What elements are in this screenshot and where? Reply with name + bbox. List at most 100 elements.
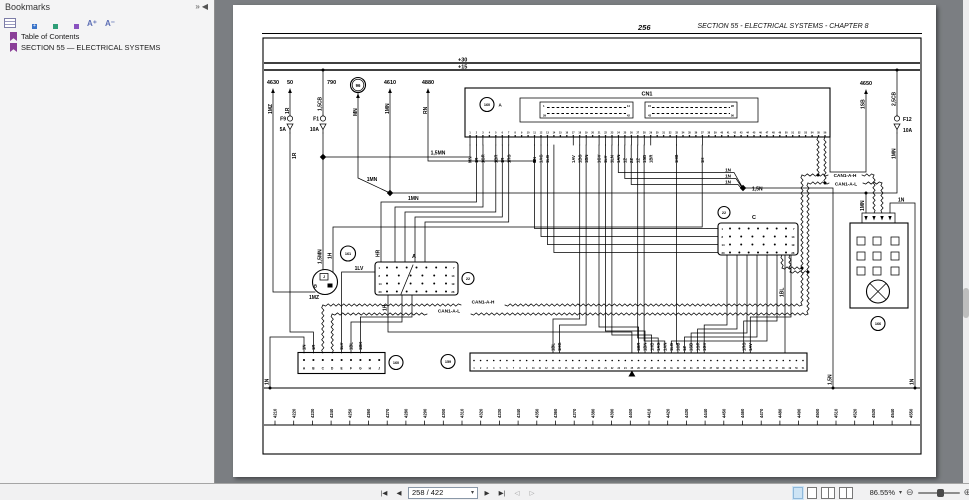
purple-badge-icon	[74, 24, 79, 29]
pin-dot	[729, 227, 731, 230]
twisted-pair-wire	[800, 174, 804, 306]
pin-dot	[757, 227, 759, 230]
increase-text-size-button[interactable]: A⁺	[87, 18, 97, 28]
cn1-pin-number: 35	[688, 132, 691, 135]
pin-dot	[785, 243, 787, 246]
cn1-pin-number: 12	[540, 132, 543, 135]
cn1-pin-dot	[611, 135, 613, 137]
options-menu-icon[interactable]	[4, 18, 16, 28]
long-conn-pin-number: 28	[650, 368, 653, 370]
long-conn-pin-number: 23	[617, 368, 620, 370]
zoom-in-button[interactable]: ⊕	[963, 487, 969, 497]
zoom-out-button[interactable]: ⊖	[906, 487, 914, 497]
cn1-pin-dot	[688, 135, 691, 137]
lbl-b1mn2: 1MN	[408, 196, 419, 202]
cn1-pin-dot	[604, 135, 607, 137]
left-conn-pin-letter: G	[359, 367, 362, 371]
cn1-pin-dot	[662, 135, 665, 137]
cn1-pin-number: 24	[617, 132, 620, 135]
cn1-wire-code: 2Z	[629, 158, 634, 163]
vertical-scrollbar[interactable]	[963, 0, 969, 483]
first-page-button[interactable]: |◀	[380, 489, 388, 497]
up-arrow	[864, 89, 868, 94]
pin-dot	[751, 235, 754, 238]
zoom-slider[interactable]	[917, 488, 960, 497]
pin-dot	[565, 359, 567, 362]
bookmark-flag-icon	[10, 32, 17, 41]
twisted-pair-wire	[816, 136, 820, 176]
twisted-pair-wire	[321, 304, 325, 354]
next-view-button[interactable]: ▷	[529, 489, 535, 497]
bottom-wire-number: 4540	[890, 408, 895, 418]
lbl-kn1: 1N	[898, 198, 905, 204]
bookmark-item-toc[interactable]: Table of Contents	[0, 31, 215, 42]
two-page-view-button[interactable]	[821, 486, 835, 499]
cn1-pin-dot	[669, 135, 671, 137]
twisted-pair-wire	[801, 173, 819, 177]
chevron-down-icon[interactable]: ▾	[470, 490, 474, 496]
pin-dot	[624, 359, 627, 362]
long-conn-pin-number: 26	[637, 368, 640, 370]
zoom-slider-thumb[interactable]	[936, 488, 944, 497]
new-bookmark-button[interactable]: +	[24, 17, 37, 29]
decrease-text-size-button[interactable]: A⁻	[105, 18, 115, 28]
long-conn-pin-number: 45	[762, 367, 765, 370]
page-number-input[interactable]: 258 / 422▾	[408, 486, 478, 499]
lbl-n15: 1,5N	[752, 187, 763, 193]
cn1-pin-dot	[798, 135, 800, 137]
pin-dot	[578, 359, 581, 362]
bottom-wire-number: 4430	[684, 408, 689, 418]
continuous-scroll-view-button[interactable]	[807, 486, 817, 499]
long-conn-pin-number: 41	[736, 367, 739, 370]
bottom-wire-number: 4240	[329, 408, 334, 418]
left-conn-pin-letter: C	[322, 367, 325, 371]
cn1-pin-dot	[811, 135, 813, 137]
panel-expand-icon[interactable]: »	[195, 2, 202, 11]
long-conn-pin-number: 15	[565, 368, 568, 370]
long-conn-pin-number: 22	[611, 368, 614, 370]
cn1-pin-number: 36	[695, 132, 698, 135]
next-page-button[interactable]: ▶	[484, 489, 490, 497]
bottom-wire-number: 4280	[404, 408, 409, 418]
zoom-caret-icon[interactable]: ▾	[899, 490, 903, 496]
previous-view-button[interactable]: ◁	[514, 489, 520, 497]
lbl-connA: A	[412, 254, 416, 260]
cn1-pin-number: 32	[669, 132, 672, 135]
pin-dot	[386, 274, 388, 277]
long-conn-pin-number: 17	[578, 368, 581, 370]
scrollbar-thumb[interactable]	[963, 288, 969, 318]
cn1-pin-number: 52	[798, 132, 801, 135]
long-conn-pin-number: 27	[644, 368, 647, 370]
bookmark-tool-2-button[interactable]	[45, 17, 58, 29]
two-page-scroll-view-button[interactable]	[839, 486, 853, 499]
lbl-plus30: +30	[458, 58, 467, 64]
last-page-button[interactable]: ▶|	[498, 489, 506, 497]
cn1-pin-dot	[495, 135, 497, 137]
twisted-pair-wire	[330, 313, 334, 354]
pin-dot	[747, 227, 750, 230]
cn1-pin-number: 47	[766, 132, 769, 135]
pin-dot	[349, 358, 353, 362]
left-conn-pin-letter: F	[350, 367, 352, 371]
cn1-wire-code: 1R	[500, 158, 505, 163]
cn1-pin-number: 39	[714, 132, 717, 135]
pin-dot	[435, 266, 438, 269]
bookmark-item-section55[interactable]: SECTION 55 — ELECTRICAL SYSTEMS	[0, 42, 215, 53]
previous-page-button[interactable]: ◀	[396, 489, 402, 497]
single-page-view-button[interactable]	[792, 485, 804, 500]
bookmark-tool-3-button[interactable]	[66, 17, 79, 29]
pin-dot	[762, 243, 765, 246]
page-number: 256	[638, 23, 651, 32]
pin-dot	[395, 266, 398, 269]
cn1-pin-number: 16	[565, 132, 568, 135]
pin-dot	[757, 251, 759, 254]
pin-dot	[405, 290, 408, 293]
up-arrow	[388, 88, 392, 93]
ground-rails	[264, 387, 920, 426]
twisted-pair-wire	[470, 312, 809, 316]
panel-collapse-icon[interactable]: ◀	[201, 2, 210, 11]
pin-dot	[525, 359, 528, 362]
plus-badge-icon: +	[32, 23, 37, 29]
pin-dot	[738, 251, 741, 254]
